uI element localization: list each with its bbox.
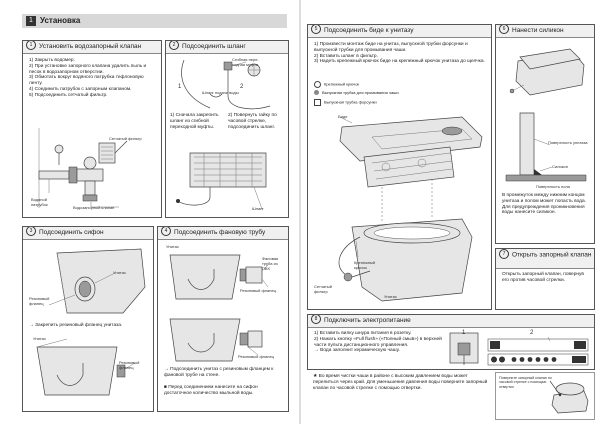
pipe-note-2: ■ Перед соединением нанесите на сифон до… — [164, 385, 258, 396]
label-flange-2: Резиновый фланец — [119, 360, 140, 370]
instruction-step-1: 1) Сначала закрепить шланг из сгибной пе… — [170, 113, 219, 130]
panel-title: Подсоединить фановую трубу — [174, 229, 266, 236]
valve-screw-illustration — [549, 380, 589, 414]
label-hose-water: Шланг подачи воды — [202, 90, 239, 95]
label-filter: Сетчатый фильтр — [109, 136, 142, 141]
section-title: Установка — [40, 16, 81, 25]
panel-title: Нанести силикон — [512, 27, 564, 34]
label-floor: Поверхность пола — [536, 184, 570, 189]
step-number: 1 — [26, 41, 36, 51]
legend-hook: Крепежный крючок — [314, 81, 359, 88]
label-flange-2: Резиновый фланец — [238, 354, 274, 359]
step-marker: 2 — [530, 330, 534, 336]
label-toilet: Унитаз — [384, 294, 397, 299]
legend-bowl-tube: Выпускная трубка для промывания чаши — [314, 90, 399, 96]
step-marker: 2 — [240, 84, 244, 90]
hose-illustration — [181, 59, 271, 110]
label-valve: Водозапорный клапан — [73, 205, 115, 210]
panel-title: Подсоединить сифон — [39, 229, 104, 236]
step-number: 8 — [311, 315, 321, 325]
step-number: 5 — [311, 25, 321, 35]
label-toilet: Унитаз — [113, 270, 126, 275]
legend-nozzle-tube: Выпускная трубка форсунки — [314, 99, 377, 106]
label-toilet-surface: Поверхность унитаза — [548, 140, 588, 145]
label-silicone: Силикон — [552, 164, 568, 169]
panel-title: Подключить электропитание — [324, 317, 411, 324]
section-header: 1 Установка — [22, 14, 287, 28]
screwdriver-illustration-box: Поверните запорный клапан по часовой стр… — [495, 372, 595, 420]
siphon-side-illustration — [36, 338, 136, 396]
panel-title: Установить водозапорный клапан — [39, 43, 142, 50]
remote-illustration — [487, 337, 589, 366]
step-number: 7 — [499, 249, 509, 259]
pipe-illustration-2 — [169, 318, 263, 362]
pipe-illustration-1 — [169, 254, 269, 300]
instruction-step-2: 2) Повернуть гайку по часовой стрелке, п… — [228, 113, 277, 130]
label-toilet: Унитаз — [166, 244, 179, 249]
label-toilet-2: Унитаз — [33, 336, 46, 341]
power-instructions: 1) Вставить вилку шнура питания в розетк… — [314, 331, 442, 354]
power-plug-illustration — [449, 332, 479, 365]
page-gutter — [299, 0, 301, 424]
siphon-note: → Закрепить резиновый фланец унитаза. — [29, 323, 123, 328]
section-number: 1 — [26, 16, 36, 26]
step-marker: 1 — [462, 330, 466, 336]
instruction-text: 1) Закрыть водомер. 2) При установке зап… — [29, 58, 147, 98]
label-coupling: Сгибная пере- ходная муфта — [232, 57, 259, 67]
label-flange: Резиновый фланец — [29, 296, 50, 306]
label-bidet: Биде — [338, 114, 348, 119]
pressure-note: ★ Во время чистки чаши в районе с высоки… — [313, 374, 488, 391]
silicone-text: В промежуток между нижним концом унитаза… — [502, 193, 586, 216]
label-turn-valve: Поверните запорный клапан по часовой стр… — [499, 376, 552, 389]
step-number: 2 — [169, 41, 179, 51]
open-valve-text: Открыть запорный клапан, повернув его пр… — [502, 272, 584, 283]
label-hose: Шланг — [252, 206, 264, 211]
pipe-note-1: → Подсоединить унитаз с резиновым фланце… — [164, 367, 274, 378]
label-sewer-pipe: Фановая труба из ПВХ — [262, 256, 279, 271]
label-water-pipe: Водяной патрубок — [31, 197, 48, 207]
instruction-text: 1) Произвести монтаж биде на унитаз, вып… — [314, 42, 485, 65]
label-flange: Резиновый фланец — [240, 288, 276, 293]
silicone-illustration-top — [509, 48, 585, 96]
bidet-mount-illustration — [338, 116, 483, 302]
panel-title: Открыть запорный клапан — [512, 251, 592, 259]
step-number: 6 — [499, 25, 509, 35]
step-number: 3 — [26, 227, 36, 237]
label-filter: Сетчатый фильтр — [314, 284, 332, 294]
siphon-illustration — [48, 248, 146, 314]
step-number: 4 — [161, 227, 171, 237]
panel-title: Подсоединить биде к унитазу — [324, 27, 414, 34]
valve-illustration — [38, 128, 128, 208]
panel-title: Подсоединить шланг — [182, 43, 246, 50]
label-hook: Крепежный крючок — [354, 260, 376, 270]
underside-illustration — [176, 152, 267, 210]
silicone-illustration-detail — [505, 112, 587, 182]
step-marker: 1 — [178, 84, 182, 90]
